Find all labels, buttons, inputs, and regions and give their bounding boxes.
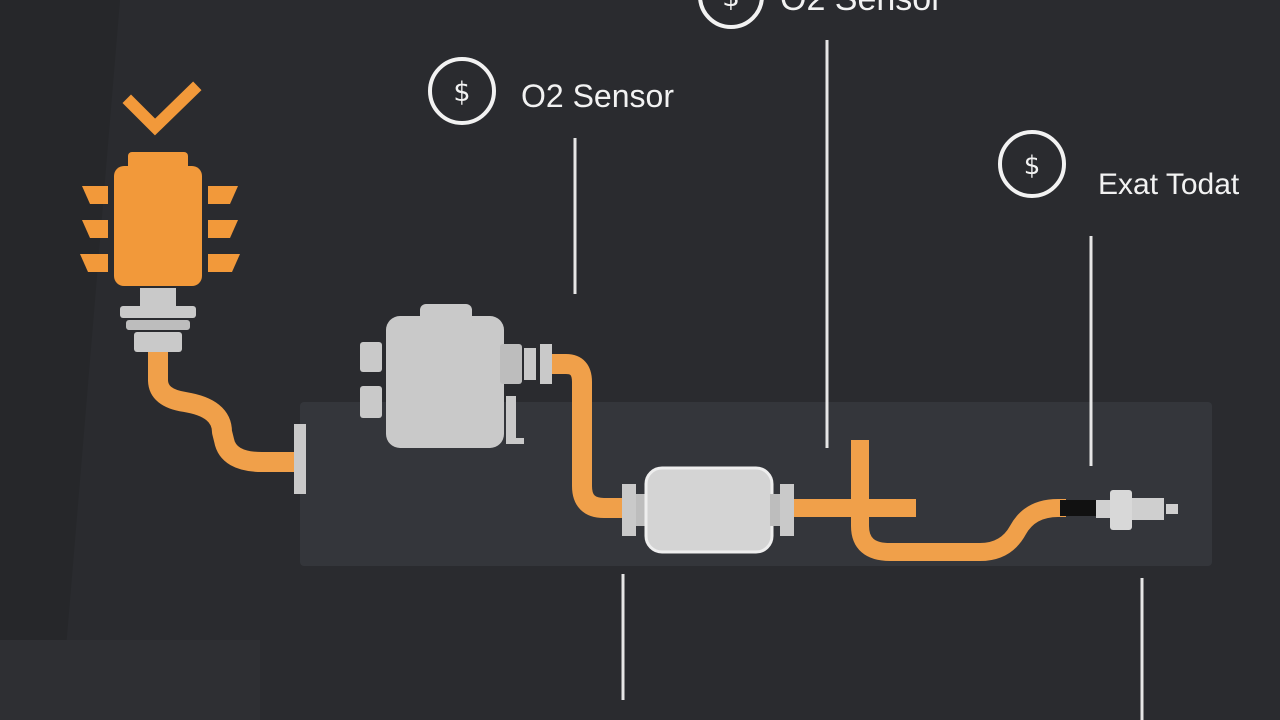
cost-marker-middle: $ bbox=[453, 77, 470, 108]
engine-body bbox=[386, 316, 504, 448]
engine-outlet-ring bbox=[524, 348, 536, 380]
cost-marker-right: $ bbox=[1024, 151, 1041, 181]
pipe-middle bbox=[552, 354, 626, 518]
sensor-fin-left-3 bbox=[80, 254, 108, 272]
dollar-circle-icon bbox=[698, 0, 764, 29]
sensor-nut-1 bbox=[1096, 500, 1110, 518]
cost-marker-top: $ bbox=[722, 0, 740, 13]
engine-port-1 bbox=[360, 342, 382, 372]
cat-flange-left bbox=[622, 484, 636, 536]
engine-outlet-flange bbox=[540, 344, 552, 384]
dollar-circle-icon bbox=[428, 57, 496, 125]
label-right: Exat Todat bbox=[1098, 168, 1240, 201]
downstream-sensor bbox=[1060, 490, 1178, 530]
sensor-thread bbox=[1132, 498, 1164, 520]
sensor-thread-2 bbox=[126, 320, 190, 330]
sensor-fin-left-1 bbox=[82, 186, 108, 204]
cat-neck-right bbox=[770, 494, 782, 526]
callout-top: $ O2 Sensor bbox=[698, 0, 943, 29]
callout-right: $ Exat Todat bbox=[998, 130, 1240, 201]
sensor-thread-3 bbox=[134, 332, 182, 352]
sensor-fin-right-1 bbox=[208, 186, 238, 204]
flange-left bbox=[294, 424, 306, 494]
cat-body bbox=[644, 466, 774, 554]
checkmark-icon bbox=[122, 81, 202, 136]
label-middle: O2 Sensor bbox=[521, 78, 674, 114]
background-shade-bottom bbox=[0, 640, 260, 720]
engine-outlet bbox=[500, 344, 522, 384]
engine-port-2 bbox=[360, 386, 382, 418]
sensor-body bbox=[114, 166, 202, 286]
sensor-neck bbox=[140, 288, 176, 306]
sensor-fin-right-3 bbox=[208, 254, 240, 272]
upstream-sensor bbox=[80, 81, 240, 352]
dollar-circle-icon bbox=[998, 130, 1066, 198]
sensor-fin-right-2 bbox=[208, 220, 238, 238]
sensor-wire bbox=[1060, 500, 1096, 516]
sensor-top-cap bbox=[128, 152, 188, 170]
engine-block bbox=[360, 304, 552, 448]
callout-middle: $ O2 Sensor bbox=[428, 57, 674, 125]
engine-top bbox=[420, 304, 472, 326]
pipe-tail bbox=[851, 440, 1067, 561]
pipe-left bbox=[148, 352, 298, 472]
cat-flange-right bbox=[780, 484, 794, 536]
sensor-tip bbox=[1166, 504, 1178, 514]
sensor-hex bbox=[1110, 490, 1132, 530]
label-top: O2 Sensor bbox=[780, 0, 943, 18]
background-shade-left bbox=[0, 0, 120, 720]
catalytic-converter bbox=[622, 466, 794, 554]
sensor-fin-left-2 bbox=[82, 220, 108, 238]
sensor-thread-1 bbox=[120, 306, 196, 318]
engine-bracket bbox=[506, 396, 524, 444]
